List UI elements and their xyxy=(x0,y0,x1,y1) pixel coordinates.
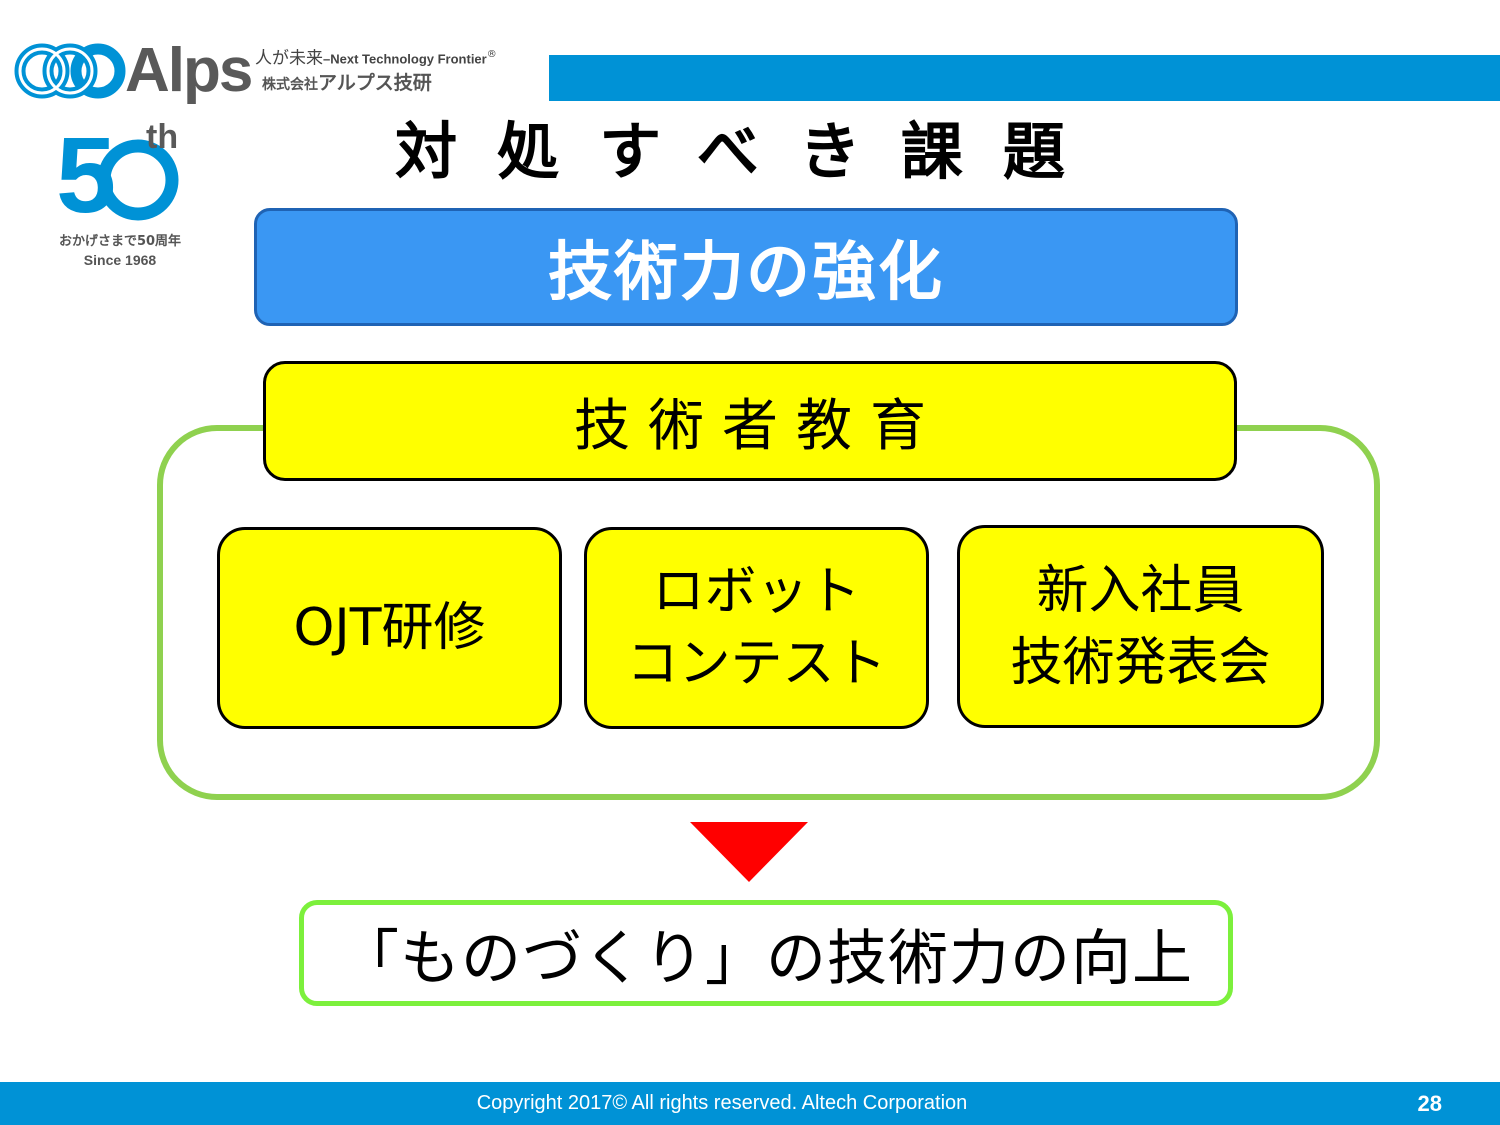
company-prefix: 株式会社 xyxy=(262,77,318,93)
anniversary-suffix: th xyxy=(146,118,178,156)
tagline-en: –Next Technology Frontier xyxy=(323,51,487,67)
result-box: 「ものづくり」の技術力の向上 xyxy=(299,900,1233,1006)
alps-logo-rings-icon xyxy=(14,43,126,99)
main-goal-label: 技術力の強化 xyxy=(548,236,944,310)
anniversary-50th-icon: 5 th xyxy=(56,114,179,235)
copyright-text: Copyright 2017© All rights reserved. Alt… xyxy=(476,1092,968,1114)
company-name-text: アルプス技研 xyxy=(318,72,432,94)
footer-bar xyxy=(0,1082,1500,1125)
education-label: 技術者教育 xyxy=(574,393,944,459)
down-arrow-icon xyxy=(690,822,808,882)
education-box: 技術者教育 xyxy=(263,361,1237,481)
program-box-robot-contest: ロボット コンテスト xyxy=(584,527,929,729)
anniversary-caption: おかげさまで50周年 xyxy=(58,234,182,249)
main-goal-box: 技術力の強化 xyxy=(254,208,1238,326)
company-name: 株式会社アルプス技研 xyxy=(262,70,432,98)
program-label: OJT研修 xyxy=(293,598,486,658)
program-label: ロボット コンテスト xyxy=(626,562,887,694)
header-bar xyxy=(549,55,1500,101)
brand-name: Alps xyxy=(125,36,253,105)
anniversary-since: Since 1968 xyxy=(83,252,157,268)
program-box-tech-presentation: 新入社員 技術発表会 xyxy=(957,525,1324,728)
result-label: 「ものづくり」の技術力の向上 xyxy=(339,923,1193,994)
program-box-ojt: OJT研修 xyxy=(217,527,562,729)
page-number: 28 xyxy=(1417,1091,1442,1116)
tagline-jp: 人が未来 xyxy=(255,48,323,69)
registered-mark: ® xyxy=(486,49,497,60)
program-label: 新入社員 技術発表会 xyxy=(1010,560,1271,693)
slide-title: 対処すべき課題 xyxy=(395,115,1105,188)
tagline: 人が未来–Next Technology Frontier® xyxy=(255,44,497,71)
